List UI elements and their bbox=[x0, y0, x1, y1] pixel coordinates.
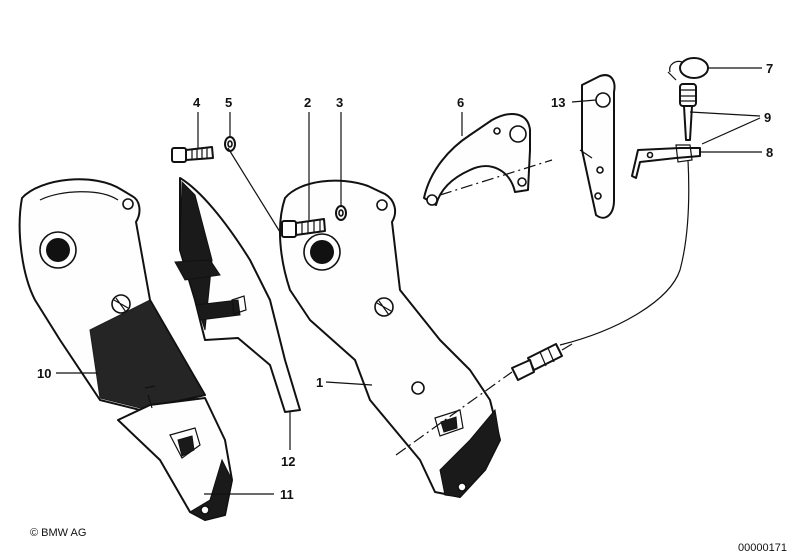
callout-labels: 4 5 2 3 6 13 7 9 8 10 1 12 11 bbox=[37, 61, 773, 502]
part-7-cap bbox=[667, 57, 709, 81]
callout-5: 5 bbox=[225, 95, 232, 110]
callout-10: 10 bbox=[37, 366, 51, 381]
part-5-washer bbox=[224, 136, 236, 152]
leader-lines bbox=[56, 67, 762, 495]
callout-1: 1 bbox=[316, 375, 323, 390]
callout-4: 4 bbox=[193, 95, 201, 110]
part-9-sensor bbox=[679, 83, 697, 141]
callout-11: 11 bbox=[280, 487, 294, 502]
callout-3: 3 bbox=[336, 95, 343, 110]
assembly-lines bbox=[227, 147, 553, 456]
part-6-bracket bbox=[423, 113, 531, 206]
part-3-washer bbox=[335, 205, 347, 221]
callout-8: 8 bbox=[766, 145, 773, 160]
sensor-cable bbox=[511, 159, 690, 381]
part-1-main-timing-cover bbox=[278, 179, 501, 498]
callout-7: 7 bbox=[766, 61, 773, 76]
part-4-bolt bbox=[171, 146, 214, 163]
part-2-bolt bbox=[281, 218, 326, 238]
part-8-sensor-bracket bbox=[631, 144, 701, 179]
callout-9: 9 bbox=[764, 110, 771, 125]
copyright-text: © BMW AG bbox=[30, 527, 86, 539]
part-12-gasket bbox=[174, 177, 301, 413]
callout-2: 2 bbox=[304, 95, 311, 110]
callout-13: 13 bbox=[551, 95, 565, 110]
part-13-plate bbox=[579, 74, 616, 219]
callout-6: 6 bbox=[457, 95, 464, 110]
part-11-lower-timing-cover bbox=[117, 385, 233, 521]
part-10-upper-timing-cover bbox=[18, 178, 206, 411]
callout-12: 12 bbox=[281, 454, 295, 469]
drawing-number: 00000171 bbox=[738, 542, 787, 554]
